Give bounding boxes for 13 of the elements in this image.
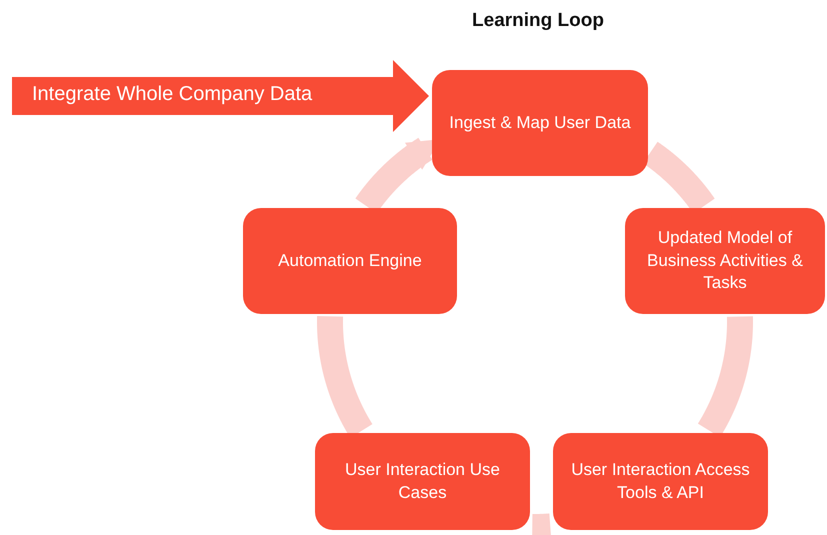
box-label: Automation Engine	[278, 250, 422, 272]
box-label: User Interaction Use Cases	[344, 458, 501, 504]
process-box	[432, 70, 648, 176]
block-arrow	[12, 60, 429, 132]
box-label: User Interaction Access Tools & API	[570, 458, 751, 504]
process-box	[553, 433, 768, 530]
process-box	[625, 208, 825, 314]
process-box	[243, 208, 457, 314]
box-label: Updated Model of Business Activities & Tasks	[646, 226, 804, 294]
diagram-title: Learning Loop	[471, 10, 605, 32]
box-label: Ingest & Map User Data	[449, 112, 631, 134]
arrow-label: Integrate Whole Company Data	[32, 83, 312, 106]
process-box	[315, 433, 530, 530]
